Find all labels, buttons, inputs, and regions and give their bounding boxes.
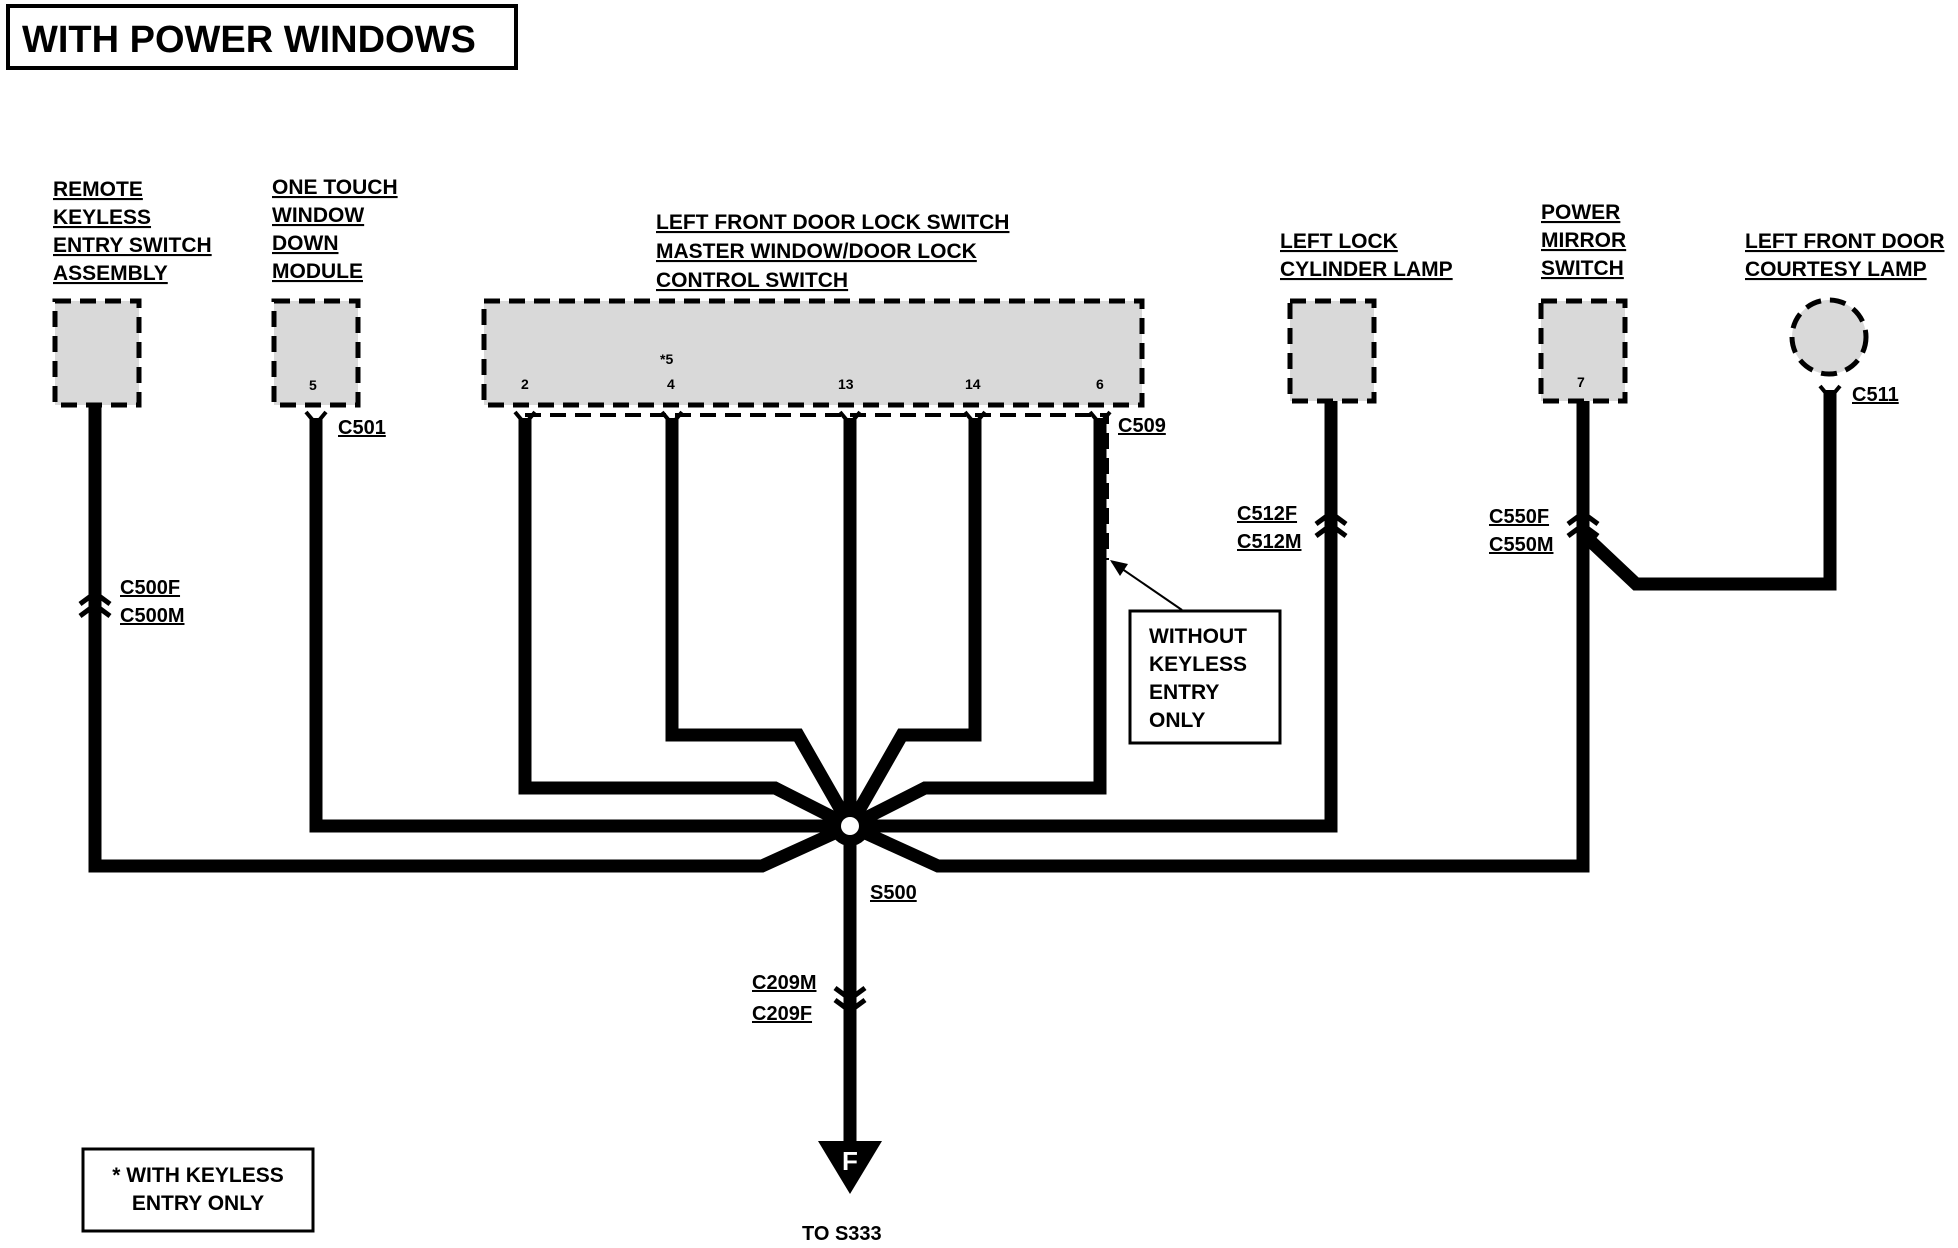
fork-pin-14 bbox=[963, 410, 987, 428]
label-line: LEFT FRONT DOOR bbox=[1745, 230, 1944, 253]
wire-pin-14 bbox=[844, 418, 982, 830]
lock-cylinder-lamp-label: LEFT LOCK CYLINDER LAMP bbox=[1280, 230, 1453, 281]
wire-one-touch bbox=[309, 418, 850, 833]
connector-label: C550M bbox=[1489, 534, 1553, 556]
ground-triangle bbox=[818, 1141, 882, 1194]
label-line: MASTER WINDOW/DOOR LOCK bbox=[656, 240, 977, 263]
connector-label: C512M bbox=[1237, 531, 1301, 553]
pin-number: 14 bbox=[965, 376, 981, 392]
keyless-note-box bbox=[81, 1147, 315, 1233]
note-line: ONLY bbox=[1149, 709, 1205, 732]
one-touch-label: ONE TOUCH WINDOW DOWN MODULE bbox=[272, 176, 398, 283]
connector-label: C500F bbox=[120, 577, 180, 599]
courtesy-lamp-label: LEFT FRONT DOOR COURTESY LAMP bbox=[1745, 230, 1944, 281]
label-line: POWER bbox=[1541, 201, 1620, 224]
label-line: WINDOW bbox=[272, 204, 364, 227]
pin-numbers: 5 2 *5 4 13 14 6 7 bbox=[309, 351, 1585, 393]
label-line: DOWN bbox=[272, 232, 339, 255]
c550-mark bbox=[1566, 509, 1600, 527]
splice-inner bbox=[841, 817, 859, 835]
door-lock-switch-box bbox=[481, 298, 1145, 408]
fork-pin-13 bbox=[838, 410, 862, 428]
keyless-note: * WITH KEYLESS ENTRY ONLY bbox=[112, 1164, 284, 1215]
label-line: REMOTE bbox=[53, 178, 143, 201]
note-line: KEYLESS bbox=[1149, 653, 1247, 676]
connector-label: C501 bbox=[338, 417, 386, 439]
door-lock-switch-label: LEFT FRONT DOOR LOCK SWITCH MASTER WINDO… bbox=[656, 211, 1009, 292]
wire-power-mirror bbox=[847, 401, 1590, 873]
courtesy-lamp-bulb bbox=[1789, 297, 1869, 377]
without-keyless-note: WITHOUT KEYLESS ENTRY ONLY bbox=[1149, 625, 1247, 732]
label-line: MODULE bbox=[272, 260, 363, 283]
pin-number: 4 bbox=[667, 376, 675, 392]
pin-number: 6 bbox=[1096, 376, 1104, 392]
wire-courtesy-lamp bbox=[1578, 390, 1837, 591]
connector-labels: C501 C509 C511 C500F C500M C512F C512M C… bbox=[120, 384, 1899, 1025]
one-touch-box bbox=[271, 298, 361, 408]
connector-label: C509 bbox=[1118, 415, 1166, 437]
label-line: CONTROL SWITCH bbox=[656, 269, 848, 292]
lock-cylinder-lamp-box bbox=[1287, 298, 1377, 404]
connector-label: C550F bbox=[1489, 506, 1549, 528]
remote-keyless-box bbox=[52, 298, 142, 408]
label-line: KEYLESS bbox=[53, 206, 151, 229]
note-line: ENTRY ONLY bbox=[132, 1192, 264, 1215]
fork-c501 bbox=[304, 410, 328, 428]
label-line: ONE TOUCH bbox=[272, 176, 398, 199]
c209-mark bbox=[833, 985, 867, 1003]
label-line: CYLINDER LAMP bbox=[1280, 258, 1453, 281]
c550-mark bbox=[1566, 521, 1600, 539]
c500-mark bbox=[78, 601, 112, 619]
pin-number: 7 bbox=[1577, 374, 1585, 390]
without-keyless-note-box bbox=[1128, 609, 1282, 745]
wires bbox=[88, 390, 1837, 1145]
destination-label: TO S333 bbox=[802, 1223, 882, 1245]
power-mirror-label: POWER MIRROR SWITCH bbox=[1541, 201, 1626, 280]
label-line: LEFT LOCK bbox=[1280, 230, 1398, 253]
connector-label: C209M bbox=[752, 972, 816, 994]
wire-remote-keyless bbox=[88, 405, 853, 873]
fork-c511 bbox=[1818, 384, 1842, 402]
wire-pin-6 bbox=[847, 418, 1107, 832]
label-line: ASSEMBLY bbox=[53, 262, 168, 285]
inline-connectors bbox=[78, 509, 1600, 1015]
label-line: MIRROR bbox=[1541, 229, 1626, 252]
wire-pin-4 bbox=[665, 418, 856, 830]
pin-number: 5 bbox=[309, 377, 317, 393]
c512-mark bbox=[1314, 509, 1348, 527]
title-box bbox=[6, 4, 518, 70]
remote-keyless-label: REMOTE KEYLESS ENTRY SWITCH ASSEMBLY bbox=[53, 178, 212, 285]
note-arrowhead bbox=[1110, 560, 1128, 576]
wire-pin-2 bbox=[518, 418, 853, 832]
without-keyless-outline bbox=[525, 413, 1109, 560]
fork-pin-6 bbox=[1088, 410, 1112, 428]
fork-pin-4 bbox=[660, 410, 684, 428]
note-line: WITHOUT bbox=[1149, 625, 1247, 648]
note-line: * WITH KEYLESS bbox=[112, 1164, 284, 1187]
pin-number: 13 bbox=[838, 376, 854, 392]
connector-label: C512F bbox=[1237, 503, 1297, 525]
label-line: COURTESY LAMP bbox=[1745, 258, 1927, 281]
label-line: SWITCH bbox=[1541, 257, 1624, 280]
connector-label: C500M bbox=[120, 605, 184, 627]
c209-mark bbox=[833, 997, 867, 1015]
note-line: ENTRY bbox=[1149, 681, 1219, 704]
connector-label: C209F bbox=[752, 1003, 812, 1025]
ground-letter: F bbox=[842, 1146, 858, 1176]
connector-label: C511 bbox=[1852, 384, 1899, 406]
c512-mark bbox=[1314, 521, 1348, 539]
power-mirror-box bbox=[1538, 298, 1628, 404]
pin-number: 2 bbox=[521, 376, 529, 392]
diagram-title: WITH POWER WINDOWS bbox=[22, 19, 476, 61]
connector-forks bbox=[304, 384, 1842, 428]
pin-number: *5 bbox=[660, 351, 673, 367]
label-line: LEFT FRONT DOOR LOCK SWITCH bbox=[656, 211, 1009, 234]
wire-lock-cylinder bbox=[850, 401, 1338, 833]
c500-mark bbox=[78, 589, 112, 607]
splice-label: S500 bbox=[870, 882, 917, 904]
label-line: ENTRY SWITCH bbox=[53, 234, 212, 257]
fork-pin-2 bbox=[513, 410, 537, 428]
